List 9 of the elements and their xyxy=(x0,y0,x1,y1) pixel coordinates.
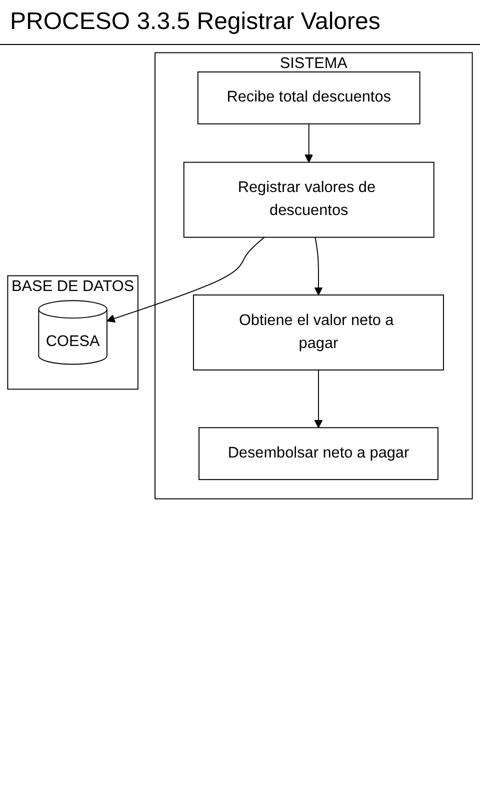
node-box: Desembolsar neto a pagar xyxy=(198,427,438,480)
node-box: Obtiene el valor neto a pagar xyxy=(193,294,444,370)
node-box: Registrar valores de descuentos xyxy=(183,162,434,238)
arrow xyxy=(314,236,323,296)
arrow xyxy=(304,123,314,163)
arrow xyxy=(314,370,323,428)
arrow xyxy=(106,236,265,323)
diagram-title: PROCESO 3.3.5 Registrar Valores xyxy=(0,0,480,45)
node-box: Recibe total descuentos xyxy=(197,71,420,124)
